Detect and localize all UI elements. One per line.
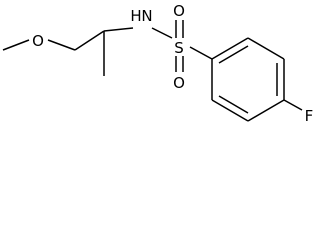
bond-ring-fluorine	[283, 99, 303, 111]
atom-labels: O H N S O O F	[32, 2, 313, 125]
bond-sulfur-ring	[189, 46, 213, 60]
atom-hydrogen: H	[130, 7, 141, 25]
bonds	[2, 20, 303, 122]
bond-nitrogen-sulfur	[151, 27, 173, 39]
atom-oxygen-sulfonyl-bottom: O	[173, 74, 185, 92]
atom-sulfur: S	[174, 39, 184, 57]
ring-inner-bond-1	[218, 45, 249, 64]
ring-bond-4	[247, 99, 285, 122]
ring-inner-bond-3	[218, 95, 249, 114]
atom-oxygen-ether: O	[32, 32, 44, 50]
atom-oxygen-sulfonyl-top: O	[173, 2, 185, 20]
bond-methyl-oxygen	[2, 39, 30, 51]
atom-nitrogen: N	[141, 7, 152, 25]
bond-ch2-ch	[74, 30, 105, 51]
structure-diagram: O H N S O O F	[2, 2, 313, 125]
bond-ch-nitrogen	[103, 27, 134, 32]
ring-bond-5	[211, 99, 249, 122]
ring-bond-1	[211, 37, 249, 60]
bond-oxygen-ch2	[47, 39, 76, 51]
atom-fluorine: F	[305, 107, 314, 125]
ring-bond-2	[247, 37, 285, 60]
